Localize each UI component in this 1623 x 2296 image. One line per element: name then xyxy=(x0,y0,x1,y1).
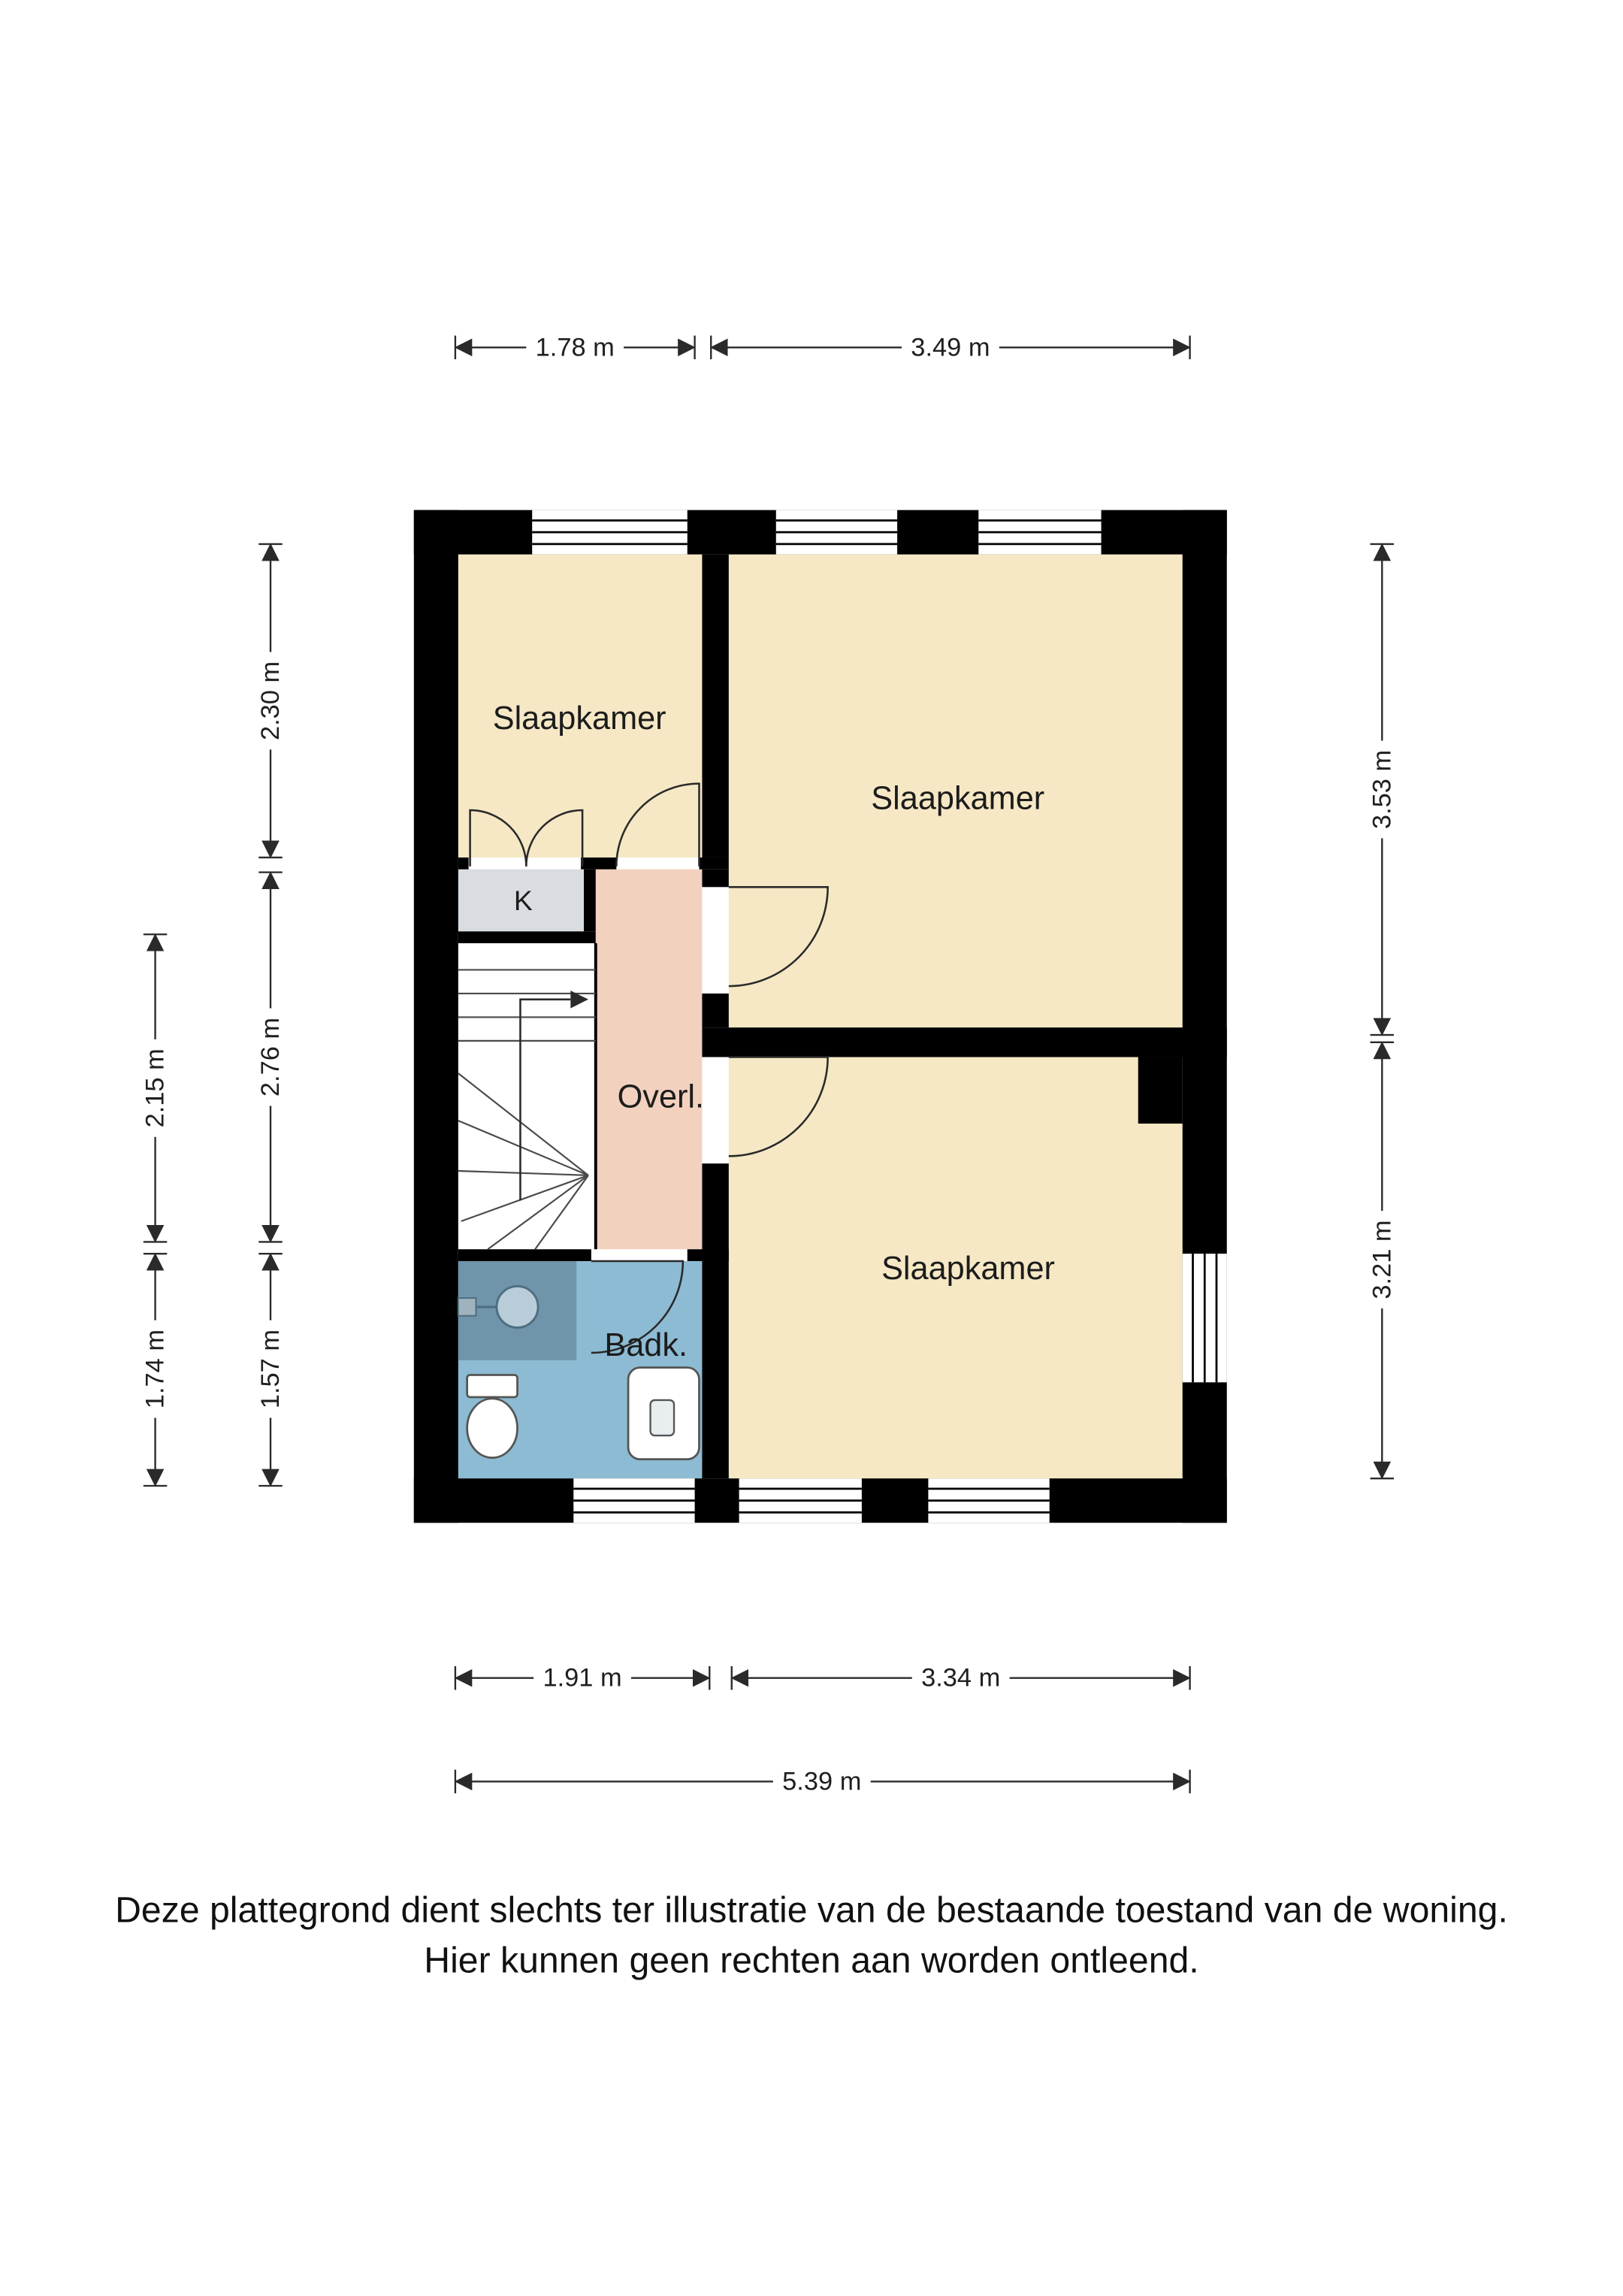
dimension-label: 3.34 m xyxy=(921,1664,1000,1693)
dimension-bottom-left: 1.91 m xyxy=(454,1662,711,1695)
label-bedroom-top-left: Slaapkamer xyxy=(493,700,666,737)
disclaimer-line-1: Deze plattegrond dient slechts ter illus… xyxy=(115,1890,1508,1931)
toilet-bowl-icon xyxy=(466,1397,518,1459)
dimension-label: 3.53 m xyxy=(1368,750,1396,829)
door-arc-bathroom xyxy=(591,1260,685,1354)
window xyxy=(928,1478,1050,1523)
wall-segment xyxy=(458,857,469,870)
wall-bathroom-top xyxy=(458,1249,591,1261)
window xyxy=(532,510,688,555)
wall-segment xyxy=(699,857,729,870)
stairs-arrowhead-icon xyxy=(570,990,588,1009)
door-arc-bedroom-top-left xyxy=(615,782,700,867)
wall-closet-bottom xyxy=(458,931,596,944)
door-arc-closet-right xyxy=(525,809,584,867)
dimension-top-right: 3.49 m xyxy=(710,331,1191,364)
wall-divider-right-bedrooms xyxy=(702,1027,1227,1057)
stairs-winders xyxy=(458,1072,589,1251)
toilet-tank-icon xyxy=(466,1374,518,1399)
dimension-left-outer-upper: 2.15 m xyxy=(138,933,172,1243)
dimension-top-left: 1.78 m xyxy=(454,331,696,364)
room-bedroom-top-left xyxy=(458,554,703,858)
dimension-left-inner-middle: 2.76 m xyxy=(254,871,287,1243)
stairs-treads xyxy=(458,969,596,1042)
dimension-right-lower: 3.21 m xyxy=(1365,1041,1398,1480)
dimension-left-inner-upper: 2.30 m xyxy=(254,543,287,859)
dimension-left-inner-lower: 1.57 m xyxy=(254,1252,287,1487)
stairs-direction-arrow xyxy=(519,998,571,1201)
dimension-left-outer-lower: 1.74 m xyxy=(138,1252,172,1487)
window xyxy=(1182,1254,1227,1383)
label-landing: Overl. xyxy=(618,1079,704,1115)
wall-segment xyxy=(687,1249,729,1261)
door-arc-bedroom-bottom xyxy=(728,1056,829,1157)
label-bedroom-top-right: Slaapkamer xyxy=(871,780,1044,816)
bathtub-drain-icon xyxy=(649,1399,675,1437)
wall-segment xyxy=(581,857,617,870)
room-closet xyxy=(458,869,585,932)
dimension-label: 2.15 m xyxy=(141,1048,170,1127)
dimension-label: 5.39 m xyxy=(782,1767,861,1795)
window xyxy=(573,1478,695,1523)
door-arc-bedroom-top-right xyxy=(728,886,829,988)
room-bedroom-top-right xyxy=(728,554,1183,1028)
wall-segment xyxy=(702,993,729,1028)
wall-closet-right xyxy=(584,869,596,932)
room-landing xyxy=(595,869,703,1250)
window xyxy=(978,510,1102,555)
shower-drain-icon xyxy=(495,1284,539,1329)
dimension-label: 1.78 m xyxy=(536,333,615,361)
window xyxy=(775,510,898,555)
dimension-label: 3.49 m xyxy=(911,333,990,361)
door-arc-closet-left xyxy=(469,809,527,867)
dimension-bottom-total: 5.39 m xyxy=(454,1765,1191,1798)
dimension-label: 1.91 m xyxy=(543,1664,621,1693)
wall-segment xyxy=(702,869,729,888)
window xyxy=(739,1478,862,1523)
wall-divider-top-bedrooms xyxy=(702,554,729,858)
room-bedroom-bottom xyxy=(728,1057,1183,1479)
dimension-label: 3.21 m xyxy=(1368,1220,1396,1299)
dimension-right-upper: 3.53 m xyxy=(1365,543,1398,1036)
dimension-label: 2.76 m xyxy=(256,1018,285,1097)
wall-left xyxy=(413,510,458,1523)
dimension-label: 1.74 m xyxy=(141,1330,170,1408)
dimension-label: 1.57 m xyxy=(256,1330,285,1408)
label-bedroom-bottom: Slaapkamer xyxy=(881,1251,1055,1287)
disclaimer-line-2: Hier kunnen geen rechten aan worden ontl… xyxy=(424,1940,1198,1980)
wall-chimney-notch xyxy=(1138,1057,1183,1124)
dimension-bottom-right: 3.34 m xyxy=(730,1662,1191,1695)
label-bathroom: Badk. xyxy=(604,1327,688,1363)
wall-segment xyxy=(702,1163,729,1479)
room-stairs xyxy=(458,943,596,1250)
label-closet: K xyxy=(514,885,533,916)
shower-tap-icon xyxy=(457,1297,477,1317)
dimension-label: 2.30 m xyxy=(256,661,285,740)
